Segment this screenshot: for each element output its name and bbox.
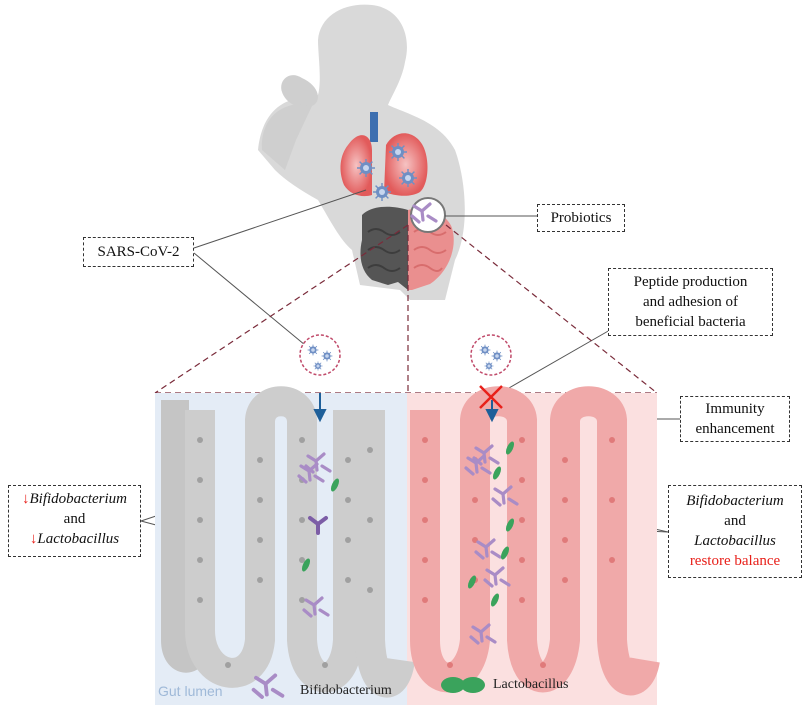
down-arrow-icon: ↓	[29, 531, 38, 547]
decreased-bifido-line: ↓Bifidobacterium	[9, 489, 140, 509]
left-villi	[161, 386, 415, 698]
virus-cluster-right	[470, 334, 512, 376]
down-arrow-icon: ↓	[22, 491, 30, 507]
legend-lacto-icon	[441, 677, 485, 693]
right-lacto-text: Lactobacillus	[694, 533, 776, 549]
sars-cov-2-label: SARS-CoV-2	[83, 237, 194, 267]
decreased-bacteria-label: ↓Bifidobacterium and ↓Lactobacillus	[8, 485, 141, 557]
restore-balance-label: Bifidobacterium and Lactobacillus restor…	[668, 485, 802, 578]
peptide-line-3: beneficial bacteria	[635, 314, 746, 330]
left-and-text: and	[63, 511, 86, 527]
peptide-line-2: and adhesion of	[643, 294, 738, 310]
legend-bifido-label: Bifidobacterium	[300, 683, 392, 698]
peptide-production-label: Peptide production and adhesion of benef…	[608, 268, 773, 336]
left-lacto-text: Lactobacillus	[37, 531, 120, 547]
probiotics-label: Probiotics	[537, 204, 625, 232]
sars-cov-2-text: SARS-CoV-2	[97, 244, 180, 260]
probiotics-text: Probiotics	[550, 210, 612, 226]
gut-lumen-label: Gut lumen	[158, 683, 223, 699]
immunity-enhancement-label: Immunity enhancement	[680, 396, 790, 442]
virus-cluster-left	[299, 334, 341, 376]
immunity-line-2: enhancement	[695, 421, 775, 437]
arrow-left	[313, 393, 327, 423]
right-bifido-text: Bifidobacterium	[686, 493, 784, 509]
right-and-text: and	[724, 513, 746, 529]
left-lumen-bacteria	[297, 452, 341, 618]
legend-lacto-label: Lactobacillus	[493, 677, 569, 692]
probiotics-magnifier	[410, 197, 446, 233]
lungs	[340, 112, 428, 202]
restore-balance-text: restore balance	[689, 553, 781, 569]
left-bifido-text: Bifidobacterium	[29, 491, 128, 507]
immunity-line-1: Immunity	[705, 401, 765, 417]
decreased-lacto-line: ↓Lactobacillus	[9, 529, 140, 549]
arrow-right	[485, 400, 499, 423]
peptide-line-1: Peptide production	[633, 274, 748, 290]
block-cross-icon	[479, 385, 503, 409]
